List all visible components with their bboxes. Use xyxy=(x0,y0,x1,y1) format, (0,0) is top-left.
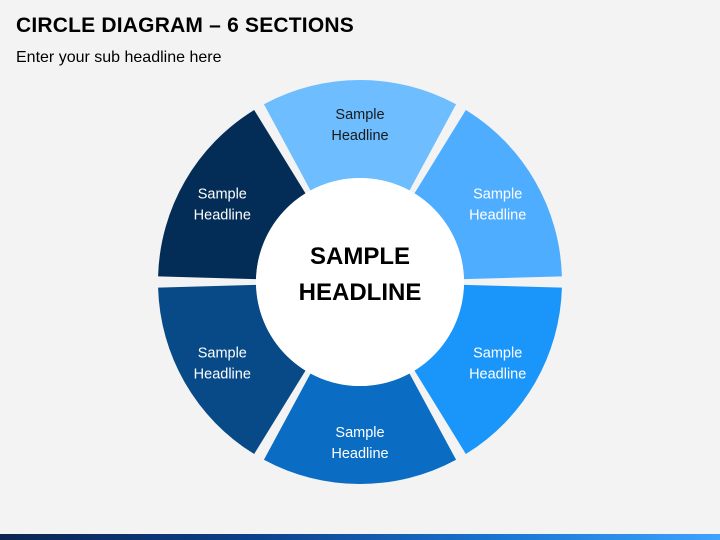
segment-lower-left-label-line2: Headline xyxy=(194,367,251,383)
segment-top xyxy=(263,80,457,191)
segment-upper-left-label-line1: Sample xyxy=(198,187,247,203)
page-subtitle: Enter your sub headline here xyxy=(16,49,222,66)
segments-layer: SampleHeadlineSampleHeadlineSampleHeadli… xyxy=(158,80,562,484)
segment-upper-left-label-line2: Headline xyxy=(194,208,251,224)
segment-upper-right xyxy=(414,109,562,280)
segment-lower-left xyxy=(158,284,306,455)
segment-bottom-label-line2: Headline xyxy=(331,446,388,462)
segment-top-label-line1: Sample xyxy=(335,107,384,123)
segment-upper-right-label-line2: Headline xyxy=(469,208,526,224)
page-title: CIRCLE DIAGRAM – 6 SECTIONS xyxy=(16,14,354,37)
center-disc xyxy=(256,178,464,386)
segment-bottom-label-line1: Sample xyxy=(335,425,384,441)
segment-lower-right-label-line1: Sample xyxy=(473,346,522,362)
center-headline-line2: HEADLINE xyxy=(299,279,422,306)
segment-upper-right-label-line1: Sample xyxy=(473,187,522,203)
footer-bar xyxy=(0,534,720,540)
center-headline-line1: SAMPLE xyxy=(310,243,410,270)
segment-lower-right xyxy=(414,284,562,455)
segment-lower-right-label-line2: Headline xyxy=(469,367,526,383)
segment-bottom xyxy=(263,373,457,484)
segment-top-label-line2: Headline xyxy=(331,128,388,144)
segment-lower-left-label-line1: Sample xyxy=(198,346,247,362)
segment-upper-left xyxy=(158,109,306,280)
